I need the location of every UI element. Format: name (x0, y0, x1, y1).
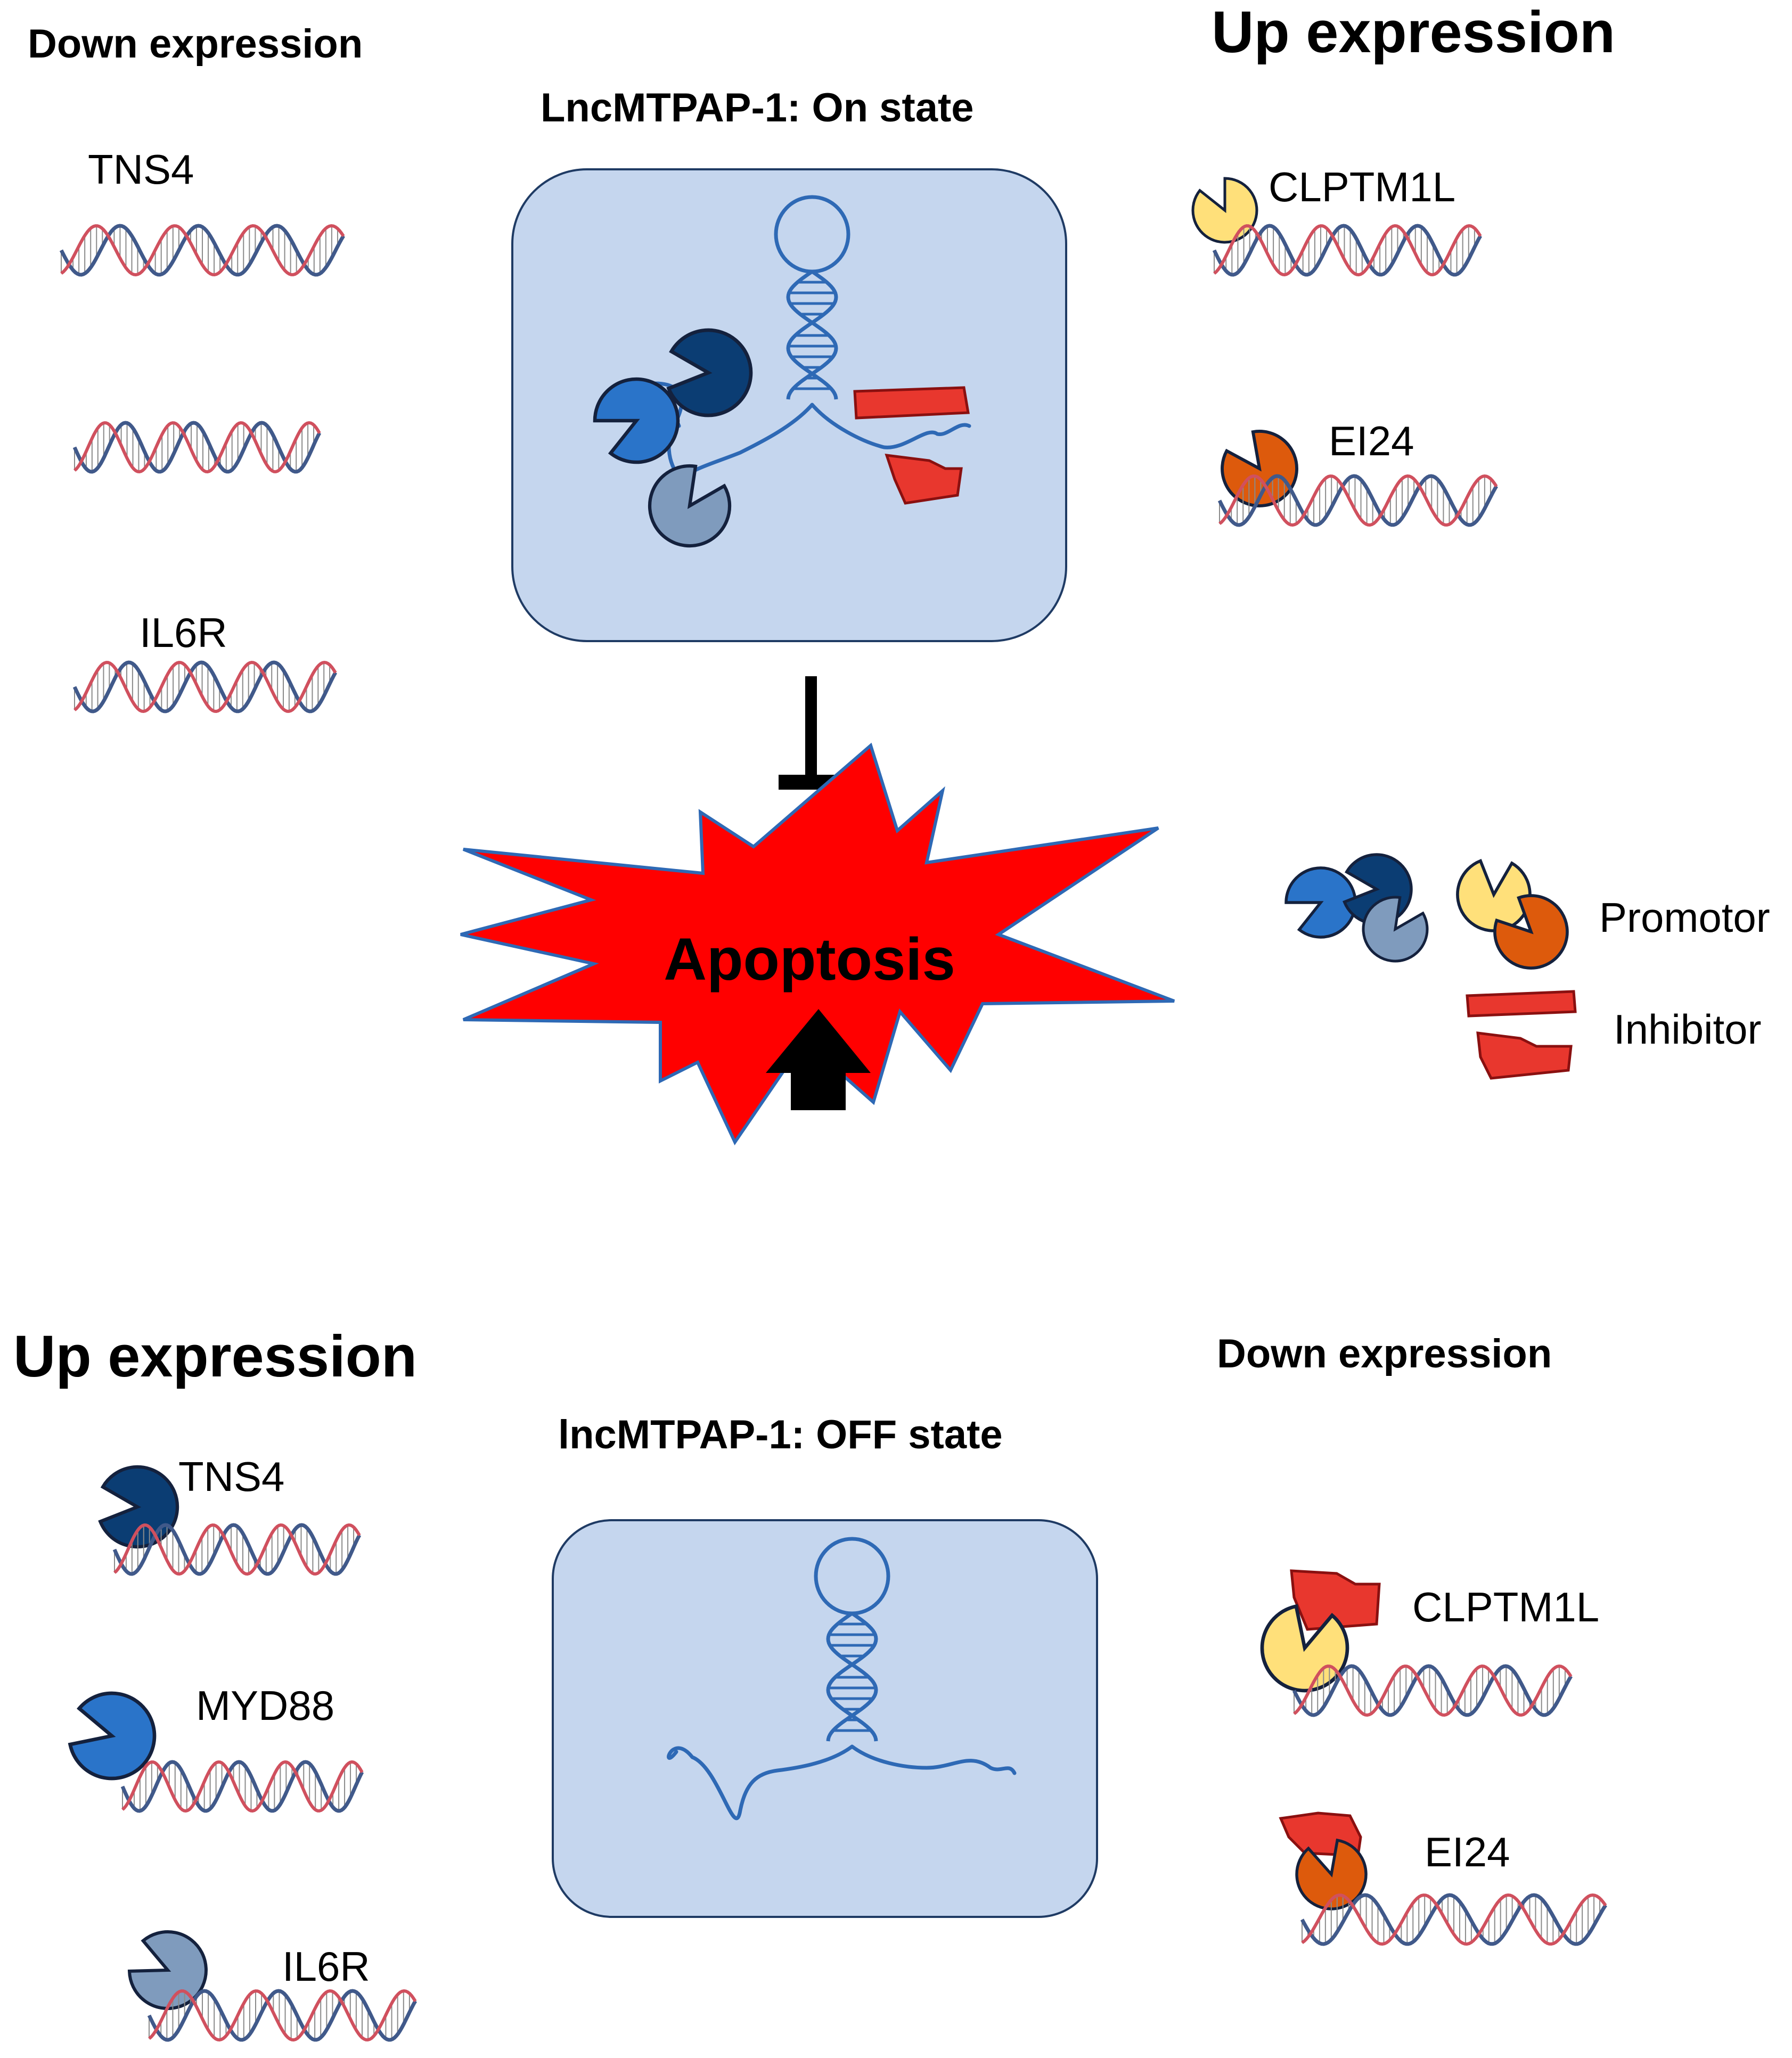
apoptosis-label: Apoptosis (664, 926, 955, 993)
navy-pacman-icon (98, 1465, 179, 1549)
dna-helix-icon (72, 660, 338, 714)
bottom-state-label: lncMTPAP-1: OFF state (558, 1412, 1003, 1457)
dna-helix-icon (147, 1989, 418, 2042)
activation-arrow-icon (766, 1009, 871, 1110)
bottom-left-gene-label-2: MYD88 (196, 1682, 334, 1729)
dna-helix-icon (112, 1523, 362, 1576)
dna-helix-icon (120, 1760, 364, 1813)
red-inhibitor-upper-icon (853, 386, 970, 420)
top-left-gene-label-1: TNS4 (88, 146, 194, 193)
legend-yellow-pacman-icon (1456, 859, 1532, 932)
blue-pacman-icon (68, 1691, 157, 1781)
red-inhibitor-lower-icon (885, 454, 963, 505)
dna-helix-icon (1292, 1664, 1573, 1717)
inhibition-tbar-icon (779, 676, 844, 790)
dna-helix-icon (1212, 224, 1483, 277)
top-left-header: Down expression (28, 21, 363, 67)
dna-helix-icon (1217, 474, 1499, 527)
greyblue-pacman-icon (127, 1930, 208, 2011)
orange-pacman-icon (1295, 1838, 1368, 1911)
off-state-panel (552, 1519, 1098, 1918)
off-state-panel-box (552, 1519, 1098, 1918)
red-inhibitor-icon (1290, 1569, 1381, 1631)
blue-pacman-icon (593, 377, 680, 464)
yellow-pacman-icon (1191, 177, 1258, 244)
legend-greyblue-pacman-icon (1362, 896, 1429, 963)
dna-helix-icon (72, 421, 322, 474)
on-state-panel (511, 168, 1067, 642)
top-right-gene-label-2: EI24 (1329, 417, 1414, 464)
lncrna-structure-icon (667, 1537, 1017, 1821)
top-right-header: Up expression (1212, 0, 1615, 65)
apoptosis-starburst: Apoptosis (460, 742, 1175, 1146)
navy-pacman-icon (666, 328, 753, 417)
legend: Promotor Inhibitor (1284, 853, 1770, 1080)
bottom-left-gene-label-1: TNS4 (178, 1453, 284, 1500)
bottom-right-header: Down expression (1217, 1331, 1552, 1376)
bottom-right-gene-label-2: EI24 (1425, 1829, 1510, 1875)
dna-helix-icon (1300, 1893, 1607, 1946)
top-left-gene-label-3: IL6R (140, 609, 227, 656)
legend-red-inhibitor-upper-icon (1466, 990, 1577, 1018)
yellow-pacman-icon (1260, 1604, 1349, 1693)
dna-helix-icon (59, 224, 345, 277)
bottom-right-gene-label-1: CLPTM1L (1412, 1584, 1599, 1630)
legend-promotor-label: Promotor (1599, 894, 1770, 941)
top-right-gene-label-1: CLPTM1L (1269, 163, 1455, 210)
lncrna-structure-icon (649, 195, 971, 482)
on-state-panel-box (511, 168, 1067, 642)
legend-orange-pacman-icon (1493, 894, 1569, 970)
bottom-left-header: Up expression (13, 1324, 417, 1389)
legend-red-inhibitor-lower-icon (1476, 1031, 1573, 1080)
bottom-left-gene-label-3: IL6R (282, 1943, 370, 1990)
greyblue-pacman-icon (648, 464, 732, 548)
top-state-label: LncMTPAP-1: On state (541, 85, 974, 130)
legend-blue-pacman-icon (1284, 866, 1357, 939)
legend-inhibitor-label: Inhibitor (1614, 1006, 1762, 1053)
